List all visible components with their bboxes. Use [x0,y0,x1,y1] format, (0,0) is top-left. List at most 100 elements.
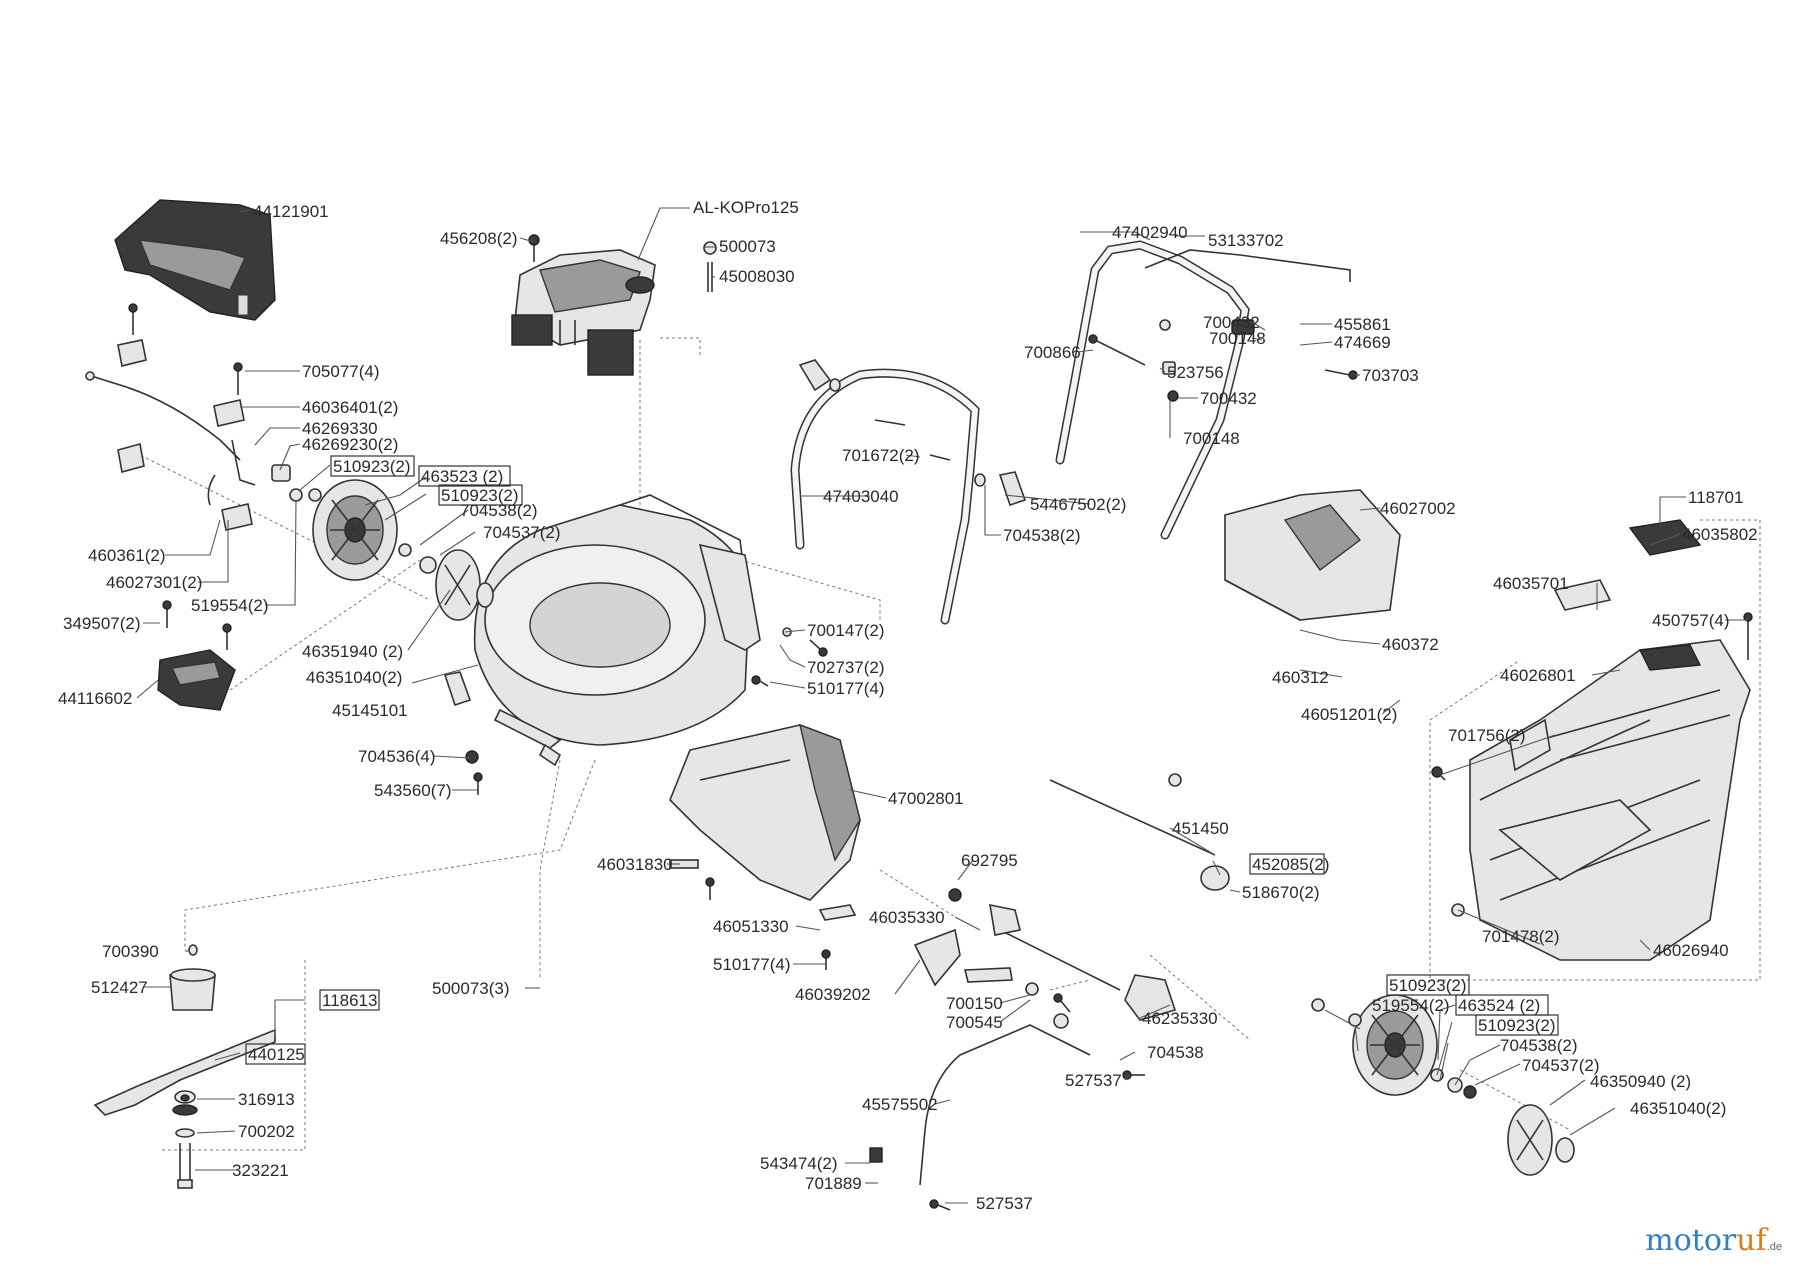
label-474669: 474669 [1334,333,1391,352]
label-700147: 700147(2) [807,621,885,640]
upper-handle-part [1055,240,1351,540]
label-700390: 700390 [102,942,159,961]
label-44121901: 44121901 [253,202,329,221]
label-349507: 349507(2) [63,614,141,633]
label-510177a: 510177(4) [807,679,885,698]
blade-assembly-part [93,944,276,1189]
label-452085: 452085(2) [1252,855,1330,874]
label-700150: 700150 [946,994,1003,1013]
label-543474: 543474(2) [760,1154,838,1173]
label-527537a: 527537 [1065,1071,1122,1090]
label-53133702: 53133702 [1208,231,1284,250]
label-46026801: 46026801 [1500,666,1576,685]
label-701672: 701672(2) [842,446,920,465]
label-704538d: 704538 [1147,1043,1204,1062]
label-704536: 704536(4) [358,747,436,766]
brand-name-part1: motor [1645,1223,1737,1258]
label-46035802: 46035802 [1682,525,1758,544]
label-701478: 701478(2) [1482,927,1560,946]
label-45008030: 45008030 [719,267,795,286]
label-700866: 700866 [1024,343,1081,362]
part-number-labels: AL-KOPro125 44121901 456208(2) 500073 45… [58,198,1758,1213]
grass-box-lid-part [1224,489,1401,621]
box-510923c [1386,974,1470,996]
label-705077: 705077(4) [302,362,380,381]
height-adjust-cable-part [85,339,303,531]
brand-logo: motoruf.de [1645,1223,1782,1258]
grass-catcher-part [1469,519,1751,961]
box-510923a [330,455,415,477]
box-510923d [1475,1014,1559,1036]
label-510923b: 510923(2) [441,486,519,505]
label-46269330: 46269330 [302,419,378,438]
label-316913: 316913 [238,1090,295,1109]
label-500073b: 500073(3) [432,979,510,998]
label-46031830: 46031830 [597,855,673,874]
label-703703: 703703 [1362,366,1419,385]
label-463524: 463524 (2) [1458,996,1540,1015]
label-455861: 455861 [1334,315,1391,334]
screw-parts [128,234,1753,1211]
label-701756: 701756(2) [1448,726,1526,745]
label-460361: 460361(2) [88,546,166,565]
label-704537a: 704537(2) [483,523,561,542]
label-700545: 700545 [946,1013,1003,1032]
left-front-wheel-part [308,479,494,621]
label-440125: 440125 [248,1045,305,1064]
label-44116602: 44116602 [58,689,132,708]
engine-part [511,249,656,376]
label-700148b: 700148 [1183,429,1240,448]
label-47402940: 47402940 [1112,223,1188,242]
box-463523 [418,465,511,487]
label-450757: 450757(4) [1652,611,1730,630]
label-518670: 518670(2) [1242,883,1320,902]
label-692795: 692795 [961,851,1018,870]
label-700432b: 700432 [1200,389,1257,408]
label-701889: 701889 [805,1174,862,1193]
leader-lines [136,207,1748,1204]
label-46351040b: 46351040(2) [1630,1099,1726,1118]
label-118701: 118701 [1688,488,1743,507]
label-704538a: 704538(2) [460,501,538,520]
label-46035330: 46035330 [869,908,945,927]
right-rear-wheel-part [1311,994,1575,1176]
label-45575502: 45575502 [862,1095,938,1114]
label-46039202: 46039202 [795,985,871,1004]
label-46027002: 46027002 [1380,499,1456,518]
mower-deck-part [443,494,761,767]
label-519554a: 519554(2) [191,596,269,615]
label-456208: 456208(2) [440,229,518,248]
label-704537b: 704537(2) [1522,1056,1600,1075]
label-500073: 500073 [719,237,776,256]
box-118613 [319,989,380,1011]
label-engine: AL-KOPro125 [693,198,799,217]
brand-name-part2: uf [1736,1223,1767,1258]
label-702737: 702737(2) [807,658,885,677]
label-46035701: 46035701 [1493,574,1569,593]
label-510923a: 510923(2) [333,457,411,476]
label-460312: 460312 [1272,668,1329,687]
label-46051201: 46051201(2) [1301,705,1397,724]
box-510923b [438,484,523,506]
label-519554b: 519554(2) [1372,996,1450,1015]
label-451450: 451450 [1172,819,1229,838]
label-46269230: 46269230(2) [302,435,398,454]
rear-cover-part [114,199,276,321]
brand-tld: .de [1766,1241,1782,1253]
label-543560: 543560(7) [374,781,452,800]
label-460372: 460372 [1382,635,1439,654]
label-46026940: 46026940 [1653,941,1729,960]
label-700148a: 700148 [1209,329,1266,348]
label-46350940: 46350940 (2) [1590,1072,1691,1091]
label-46027301: 46027301(2) [106,573,202,592]
label-512427: 512427 [91,978,148,997]
label-523756: 523756 [1167,363,1224,382]
label-54467502: 54467502(2) [1030,495,1126,514]
label-463523: 463523 (2) [421,467,503,486]
rear-flap-part [669,723,861,921]
label-118613: 118613 [322,991,377,1010]
label-46051330: 46051330 [713,917,789,936]
box-452085 [1249,853,1325,875]
label-46235330: 46235330 [1142,1009,1218,1028]
